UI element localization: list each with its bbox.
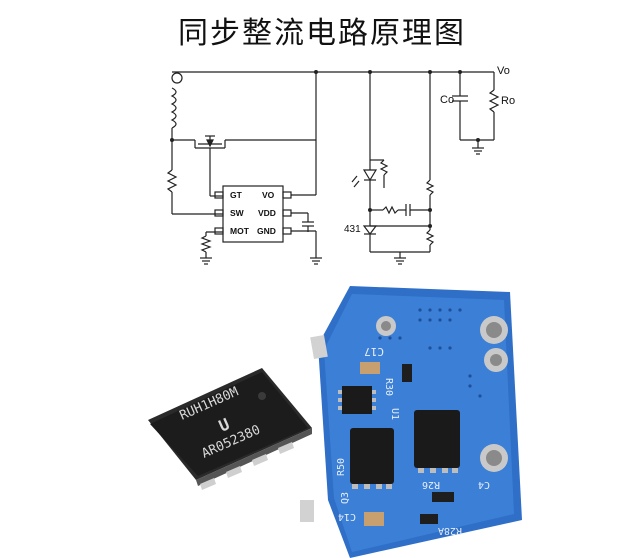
silk-c14: C14 xyxy=(338,511,356,522)
silk-c17: C17 xyxy=(364,345,384,358)
chip-photo: RUH1H80M AR052380 U xyxy=(148,368,312,490)
pin-vo: VO xyxy=(262,190,275,200)
junction-dots xyxy=(170,70,480,228)
page-title: 同步整流电路原理图 xyxy=(178,16,466,51)
schematic xyxy=(166,71,500,265)
silk-r28a: R28A xyxy=(438,525,462,536)
silk-r30: R30 xyxy=(383,378,394,396)
pin-sw: SW xyxy=(230,208,245,218)
label-co: Co xyxy=(440,94,454,106)
silk-u1: U1 xyxy=(389,408,400,420)
silk-r50: R50 xyxy=(336,458,347,476)
pcb-mosfet-right xyxy=(414,410,460,468)
pin-vdd: VDD xyxy=(258,208,276,218)
pcb-controller-ic xyxy=(342,386,372,414)
resistor-left xyxy=(166,169,178,193)
silk-r26: R26 xyxy=(422,479,440,490)
pin-mot: MOT xyxy=(230,226,250,236)
silk-q3: Q3 xyxy=(340,492,351,504)
resistor-divider-bottom xyxy=(425,229,435,246)
transformer-coil xyxy=(170,87,177,129)
pin-gnd: GND xyxy=(257,226,276,236)
label-ro: Ro xyxy=(501,95,515,107)
pin-gt: GT xyxy=(230,190,243,200)
label-431: 431 xyxy=(344,224,361,235)
resistor-opto-bias xyxy=(379,159,389,176)
opto-led xyxy=(362,169,378,182)
pcb-mosfet-left xyxy=(350,428,394,484)
mosfet-symbol xyxy=(194,135,316,149)
tl431-symbol xyxy=(362,225,378,235)
pcb-photo: C17 R30 U1 R50 R26 C14 Q3 R28A C4 xyxy=(300,286,522,558)
label-vo: Vo xyxy=(497,65,510,77)
output-resistor xyxy=(488,89,500,113)
transformer-dot xyxy=(171,72,183,84)
silk-c4: C4 xyxy=(478,479,490,490)
resistor-mot xyxy=(200,235,212,253)
resistor-comp xyxy=(382,205,399,215)
resistor-divider-top xyxy=(425,179,435,196)
